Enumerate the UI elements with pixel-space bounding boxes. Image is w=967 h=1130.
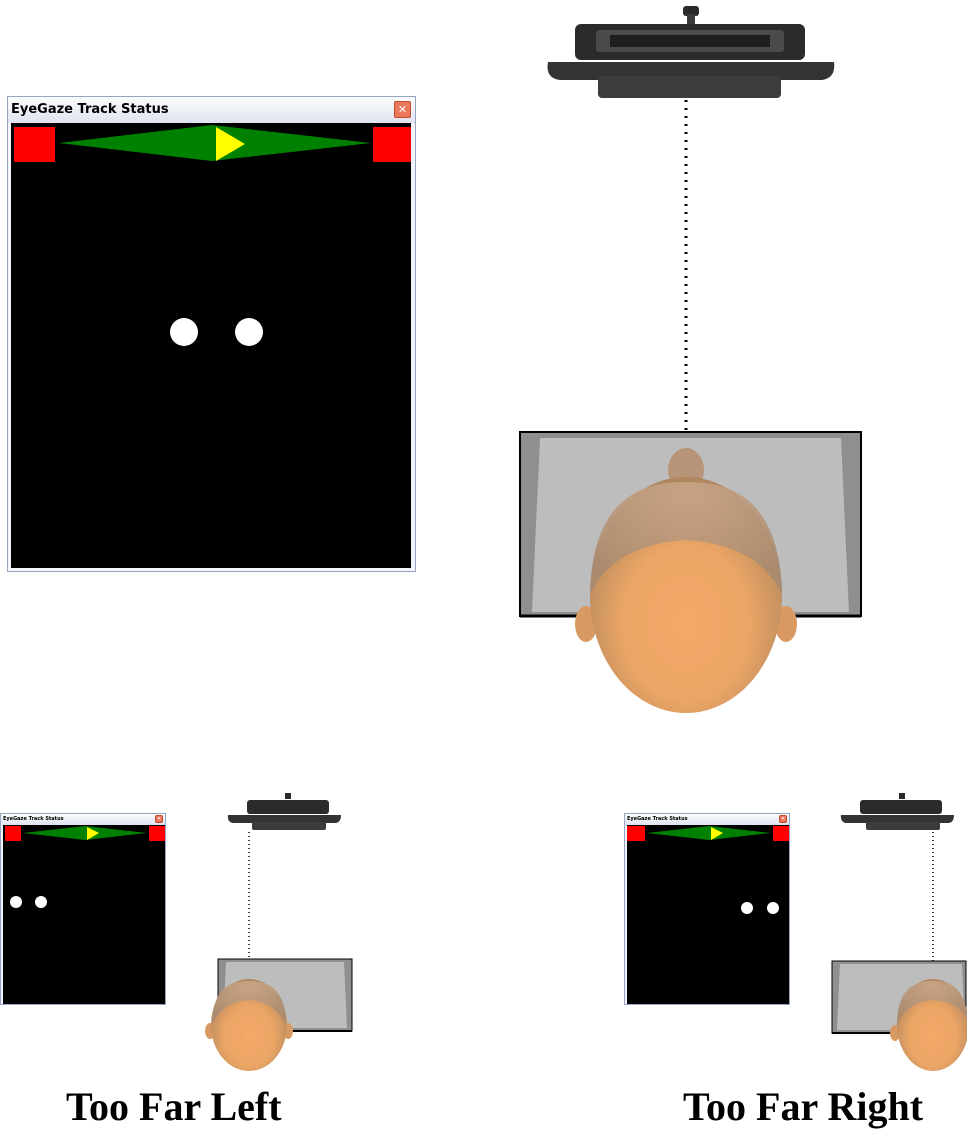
eye-tracker-device-icon — [548, 6, 835, 98]
track-status-window: EyeGaze Track Status ✕ — [7, 96, 416, 572]
window-title: EyeGaze Track Status — [627, 814, 688, 825]
eye-left — [741, 902, 753, 914]
left-limit-marker — [5, 826, 21, 841]
track-status-pane — [627, 825, 789, 1004]
track-status-pane — [11, 123, 411, 568]
position-bar — [23, 826, 147, 840]
chair-icon — [218, 959, 352, 1031]
caption-too-far-right: Too Far Right — [683, 1083, 923, 1130]
eye-right — [235, 318, 263, 346]
left-limit-marker — [627, 826, 645, 841]
window-titlebar: EyeGaze Track Status ✕ — [625, 814, 789, 825]
right-limit-marker — [773, 826, 789, 841]
window-titlebar: EyeGaze Track Status ✕ — [1, 814, 165, 825]
close-icon[interactable]: ✕ — [779, 815, 787, 823]
eye-right — [35, 896, 47, 908]
track-status-window-small-left: EyeGaze Track Status ✕ — [0, 813, 166, 1005]
position-bar — [647, 826, 771, 840]
eye-left — [170, 318, 198, 346]
user-head-icon — [890, 979, 967, 1071]
track-status-window-small-right: EyeGaze Track Status ✕ — [624, 813, 790, 1005]
chair-icon — [832, 961, 966, 1033]
window-title: EyeGaze Track Status — [3, 814, 64, 825]
left-limit-marker — [14, 127, 55, 162]
chair-icon — [520, 432, 861, 616]
eye-right — [767, 902, 779, 914]
eye-tracker-device-icon — [841, 793, 954, 830]
position-bar — [59, 125, 371, 161]
right-limit-marker — [373, 127, 411, 162]
right-limit-marker — [149, 826, 165, 841]
close-icon[interactable]: ✕ — [155, 815, 163, 823]
user-head-icon — [575, 448, 797, 713]
caption-too-far-left: Too Far Left — [66, 1083, 282, 1130]
track-status-pane — [3, 825, 165, 1004]
eye-left — [10, 896, 22, 908]
close-icon[interactable]: ✕ — [394, 101, 411, 118]
eye-tracker-device-icon — [228, 793, 341, 830]
window-title: EyeGaze Track Status — [11, 97, 169, 123]
window-titlebar: EyeGaze Track Status ✕ — [8, 97, 415, 123]
user-head-icon — [205, 979, 293, 1071]
